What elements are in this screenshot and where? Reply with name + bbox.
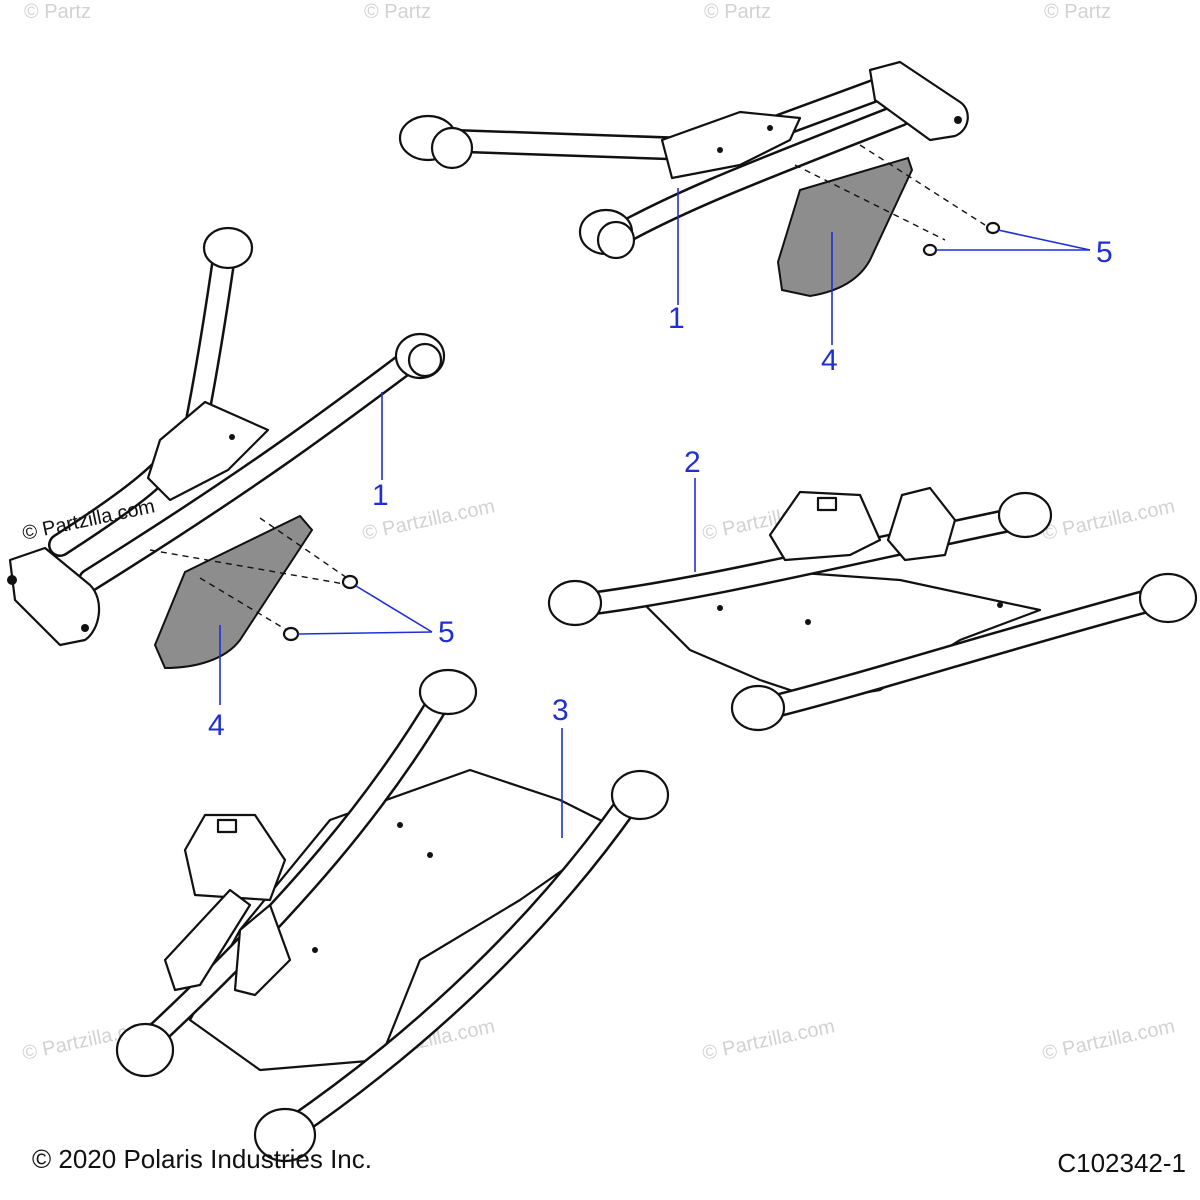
callout-1-top: 1 <box>668 302 685 335</box>
guard-left <box>149 514 359 670</box>
callout-1-left: 1 <box>372 479 389 512</box>
watermark-bot-4: © Partzilla.com <box>1040 1015 1176 1065</box>
callout-4-top: 4 <box>821 344 838 377</box>
leader-lines <box>219 188 1091 838</box>
figure-id: C102342-1 <box>1057 1148 1186 1178</box>
watermark-top-3: © Partz <box>704 1 771 23</box>
lower-arm-shock-mount-right <box>768 490 882 562</box>
lower-arm-bottom <box>115 668 670 1163</box>
upper-a-arm-left <box>7 226 446 647</box>
lower-arm-bracket-bottom-1 <box>163 888 252 992</box>
guard-top <box>776 144 1001 298</box>
callout-4-left: 4 <box>208 709 225 742</box>
upper-arm-mount-top <box>868 60 969 142</box>
guard-plate-top <box>776 156 914 298</box>
upper-arm-gusset-left <box>146 400 270 502</box>
upper-a-arm-top <box>398 60 969 260</box>
copyright-text: © 2020 Polaris Industries Inc. <box>32 1144 372 1174</box>
guard-plate-left <box>153 514 314 670</box>
callout-3: 3 <box>552 694 569 727</box>
watermark-mid-3: © Partzilla.com <box>1040 495 1176 545</box>
callout-5-top: 5 <box>1096 236 1113 269</box>
callout-2: 2 <box>684 446 701 479</box>
lower-arm-right <box>547 486 1198 732</box>
upper-arm-gusset-top <box>660 110 802 180</box>
lower-arm-shock-mount-bottom <box>183 813 287 902</box>
watermark-top-1: © Partz <box>24 1 91 23</box>
upper-arm-mount-left <box>8 546 101 647</box>
callouts: 1 4 5 1 4 5 2 3 <box>208 236 1113 742</box>
callout-5-left: 5 <box>438 616 455 649</box>
watermark-bot-3: © Partzilla.com <box>700 1015 836 1065</box>
lower-arm-bracket-bottom-2 <box>233 903 292 997</box>
watermark-top-2: © Partz <box>364 1 431 23</box>
lower-arm-bracket-right <box>886 486 957 562</box>
watermark-top-4: © Partz <box>1044 1 1111 23</box>
